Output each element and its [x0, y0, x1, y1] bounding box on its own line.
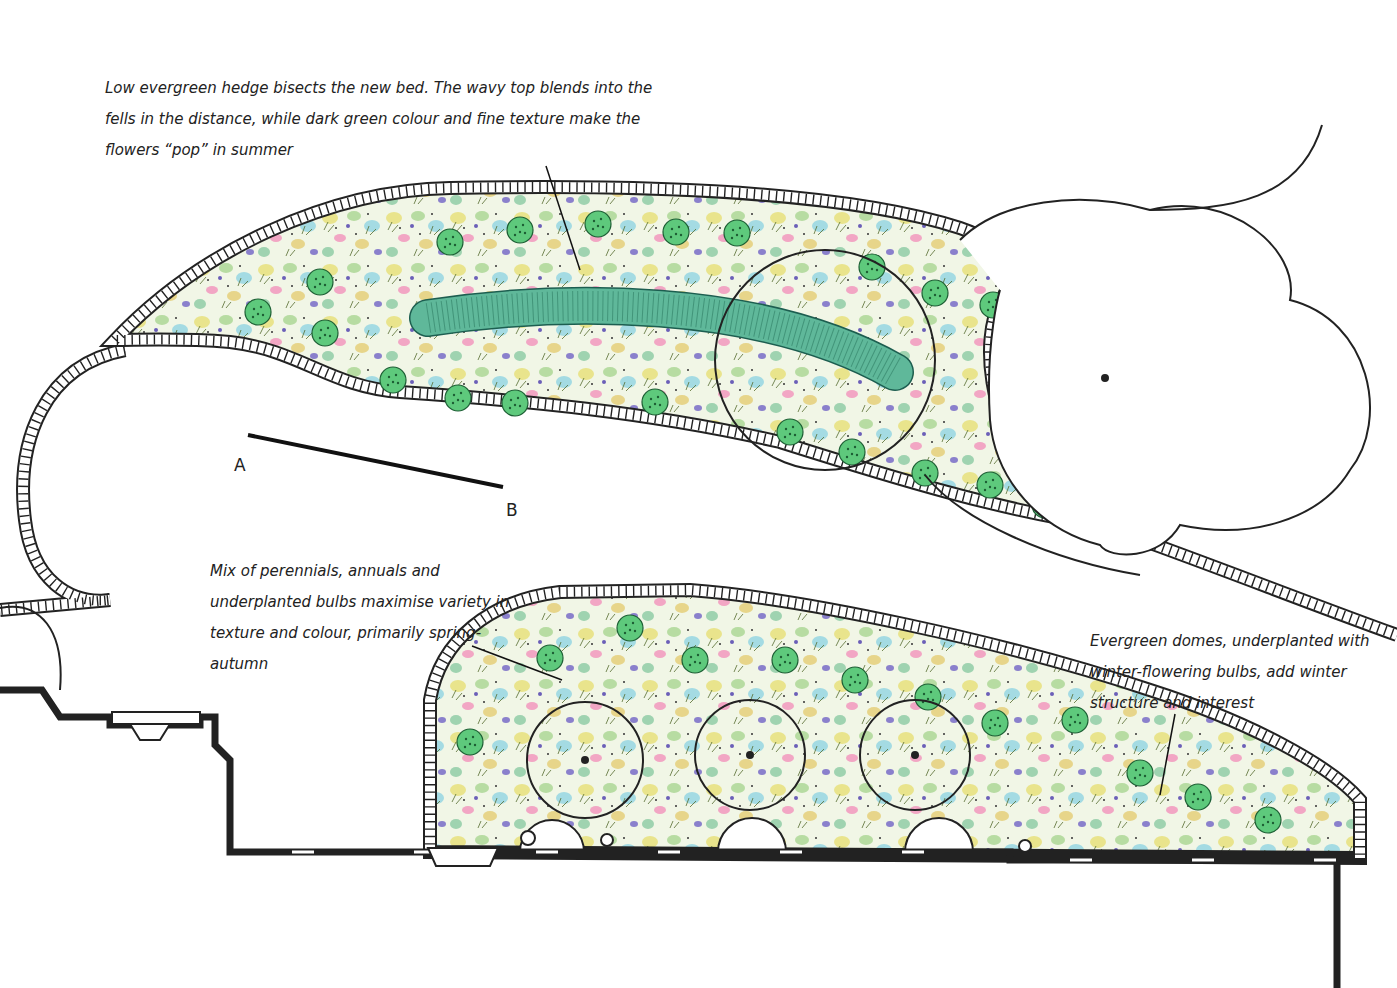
section-line — [248, 435, 503, 487]
section-mark: B — [506, 500, 518, 520]
callout-note: Evergreen domes, underplanted with winte… — [1090, 626, 1390, 719]
callout-note: Mix of perennials, annuals and underplan… — [210, 556, 510, 680]
hedge-outline — [428, 306, 895, 372]
evergreen-domes — [245, 211, 1058, 518]
house-bed — [430, 590, 1360, 858]
evergreen-hedge — [428, 306, 895, 372]
leader-lines — [472, 166, 1175, 795]
callout-note: Low evergreen hedge bisects the new bed.… — [105, 73, 665, 166]
top-bed — [115, 187, 1100, 525]
shrub-circles — [520, 700, 1031, 852]
house-wall — [0, 690, 1337, 988]
tree-canopies — [715, 125, 1370, 575]
section-mark: A — [234, 455, 246, 475]
